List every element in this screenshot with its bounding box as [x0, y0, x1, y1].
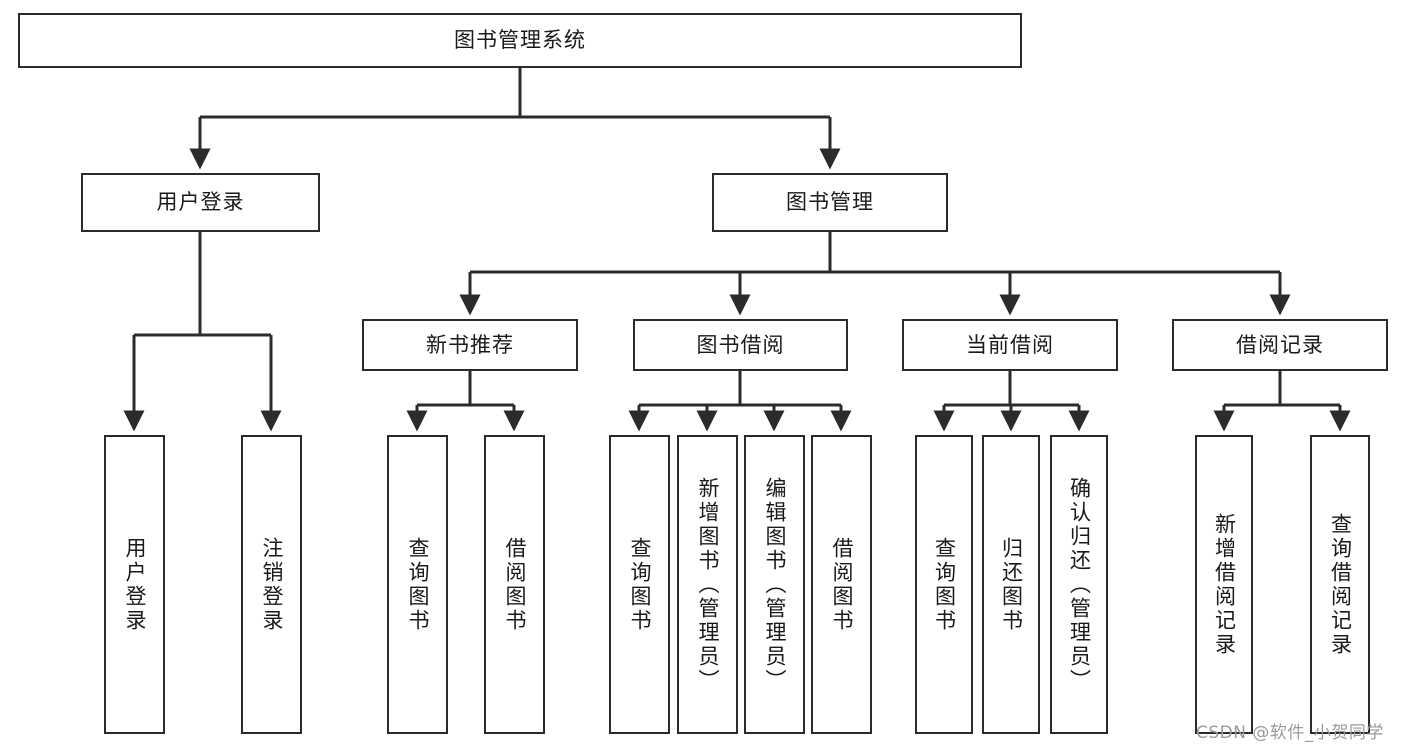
node-current-borrow[interactable]: 当前借阅 [902, 319, 1118, 371]
leaf-node-label: 归还图书 [999, 536, 1024, 633]
leaf-node[interactable]: 查询图书 [915, 435, 973, 734]
leaf-node[interactable]: 注销登录 [241, 435, 302, 734]
leaf-node-label: 确认归还（管理员） [1067, 476, 1092, 693]
leaf-node[interactable]: 编辑图书（管理员） [744, 435, 805, 734]
leaf-node-label: 用户登录 [123, 536, 147, 633]
node-root[interactable]: 图书管理系统 [18, 13, 1022, 68]
node-book-management[interactable]: 图书管理 [712, 173, 948, 232]
leaf-node[interactable]: 新增借阅记录 [1195, 435, 1253, 734]
leaf-node[interactable]: 用户登录 [104, 435, 165, 734]
leaf-node[interactable]: 查询图书 [387, 435, 448, 734]
leaf-node-label: 编辑图书（管理员） [763, 476, 787, 693]
node-borrow-record[interactable]: 借阅记录 [1172, 319, 1388, 371]
leaf-node[interactable]: 确认归还（管理员） [1050, 435, 1108, 734]
node-new-book-recommend-label: 新书推荐 [426, 332, 514, 357]
node-root-label: 图书管理系统 [454, 28, 586, 53]
node-book-management-label: 图书管理 [786, 190, 874, 215]
leaf-node[interactable]: 查询图书 [609, 435, 670, 734]
leaf-node[interactable]: 新增图书（管理员） [677, 435, 738, 734]
leaf-node-label: 查询图书 [932, 536, 957, 633]
leaf-node[interactable]: 查询借阅记录 [1310, 435, 1370, 734]
leaf-node-label: 查询图书 [628, 536, 652, 633]
leaf-node[interactable]: 借阅图书 [484, 435, 545, 734]
node-user-login-label: 用户登录 [156, 190, 245, 215]
node-borrow-record-label: 借阅记录 [1236, 332, 1324, 357]
node-new-book-recommend[interactable]: 新书推荐 [362, 319, 578, 371]
node-book-borrow-label: 图书借阅 [696, 332, 785, 357]
leaf-node[interactable]: 借阅图书 [811, 435, 872, 734]
leaf-node-label: 查询借阅记录 [1328, 512, 1353, 657]
leaf-node-label: 注销登录 [260, 536, 284, 633]
leaf-node-label: 借阅图书 [830, 536, 854, 633]
leaf-node-label: 新增借阅记录 [1212, 512, 1237, 657]
node-user-login[interactable]: 用户登录 [81, 173, 320, 232]
leaf-node[interactable]: 归还图书 [982, 435, 1040, 734]
csdn-watermark: CSDN @软件_小贺同学 [1196, 723, 1384, 743]
node-current-borrow-label: 当前借阅 [966, 332, 1054, 357]
node-book-borrow[interactable]: 图书借阅 [633, 319, 848, 371]
leaf-node-label: 查询图书 [406, 536, 430, 633]
leaf-node-label: 借阅图书 [503, 536, 527, 633]
leaf-node-label: 新增图书（管理员） [696, 476, 720, 693]
